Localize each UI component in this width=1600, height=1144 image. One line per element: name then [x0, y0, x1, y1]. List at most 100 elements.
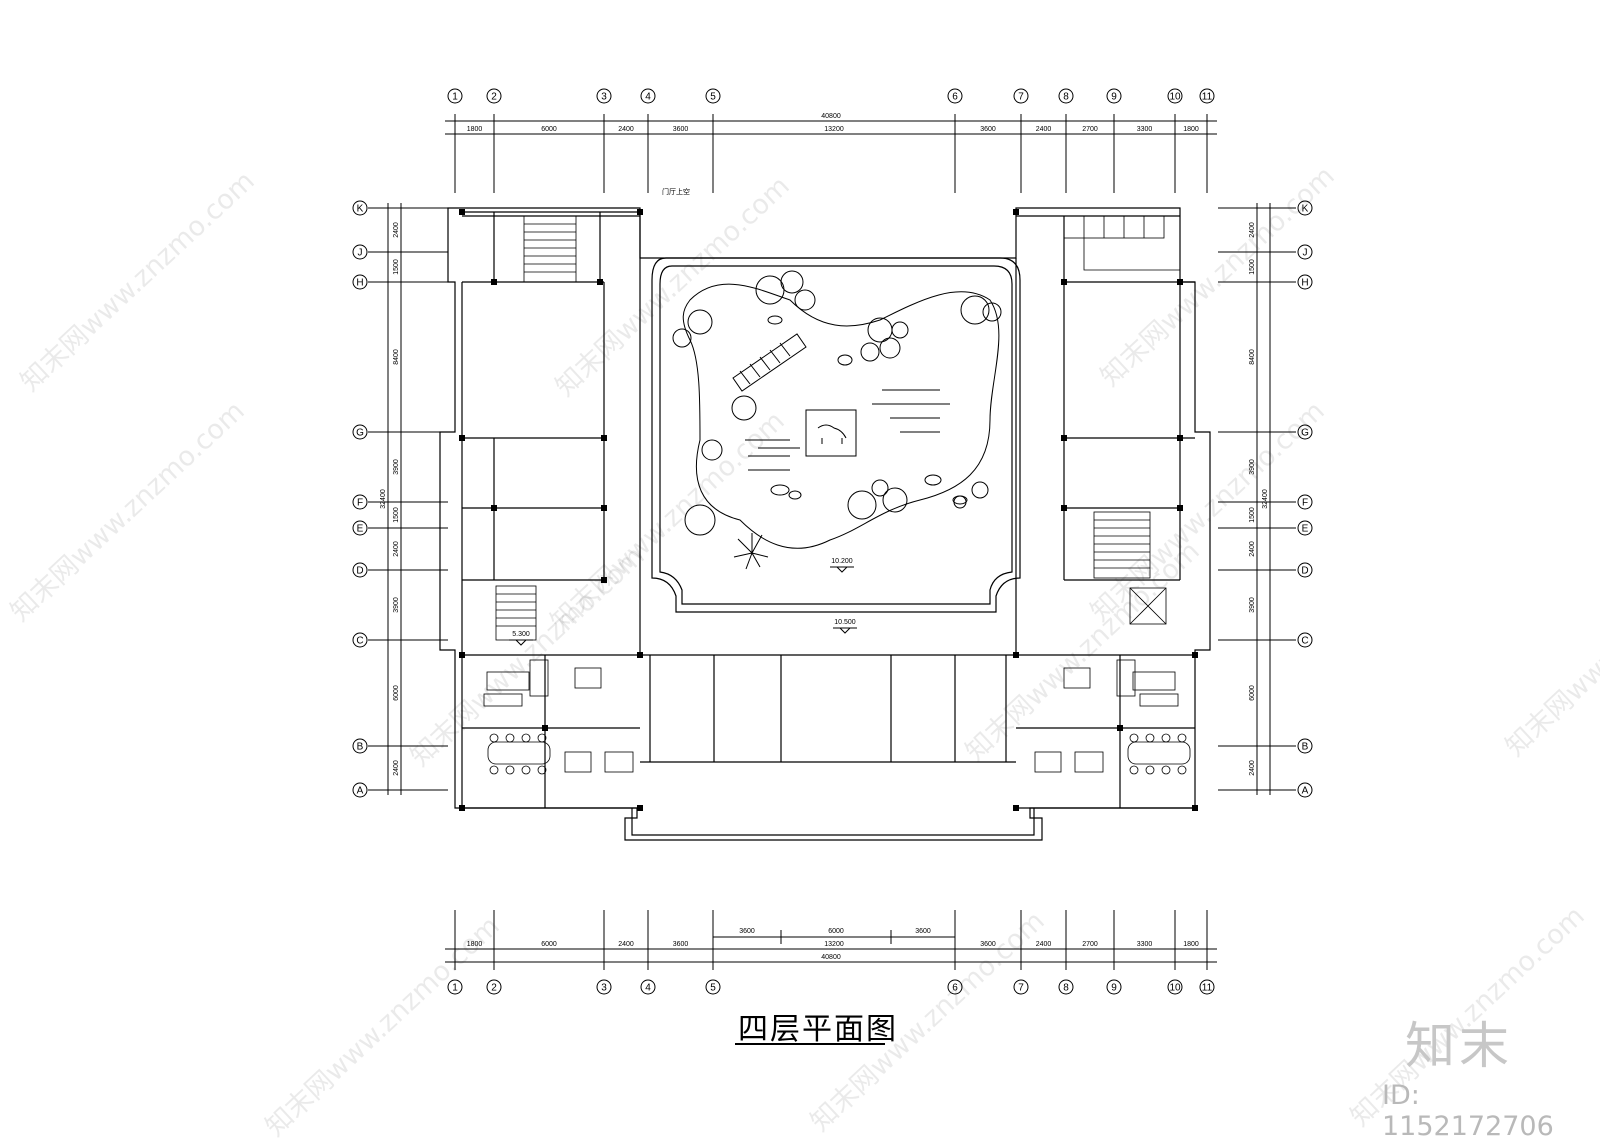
axis-label: 8: [1063, 983, 1069, 994]
dimension-segment: 3900: [393, 597, 400, 613]
axis-bubble: [1297, 424, 1313, 440]
dimension-total: 40800: [821, 954, 841, 961]
axis-bubble: [947, 979, 963, 995]
dimension-segment: 8400: [1249, 349, 1256, 365]
column-marker: [1061, 435, 1067, 441]
axis-label: 4: [645, 983, 651, 994]
axis-bubble: [1297, 200, 1313, 216]
column-marker: [1192, 805, 1198, 811]
dimension-segment: 6000: [541, 941, 557, 948]
dimension-segment: 2400: [393, 760, 400, 776]
column-marker: [1177, 435, 1183, 441]
axis-bubble: [352, 424, 368, 440]
axis-label: 8: [1063, 92, 1069, 103]
stair-nw: [523, 215, 577, 283]
dimension-segment: 2700: [1082, 941, 1098, 948]
courtyard-border: [651, 257, 1021, 613]
dimension-total: 32400: [1262, 489, 1269, 509]
axis-label: J: [1303, 248, 1308, 259]
axis-label: G: [1301, 428, 1309, 439]
axis-bubble: [596, 979, 612, 995]
axis-label: 7: [1018, 983, 1024, 994]
column-marker: [1117, 725, 1123, 731]
axis-label: 11: [1202, 92, 1213, 103]
dimension-segment: 2400: [618, 126, 634, 133]
axis-label: J: [358, 248, 363, 259]
column-marker: [1013, 209, 1019, 215]
axis-label: 3: [601, 92, 607, 103]
dimension-segment: 3600: [739, 928, 755, 935]
elevation-marker: [833, 627, 857, 634]
column-marker: [491, 279, 497, 285]
id-label: ID: 1152172706: [1382, 1080, 1554, 1142]
column-marker: [491, 505, 497, 511]
axis-bubble: [447, 88, 463, 104]
column-marker: [637, 209, 643, 215]
title-underline: [735, 1043, 885, 1045]
column-marker: [1013, 652, 1019, 658]
dimension-segment: 1500: [393, 507, 400, 523]
dimension-segment: 1500: [1249, 259, 1256, 275]
axis-bubble: [352, 782, 368, 798]
axis-label: 5: [710, 92, 716, 103]
axis-label: 11: [1202, 983, 1213, 994]
dimension-segment: 6000: [541, 126, 557, 133]
column-marker: [1013, 805, 1019, 811]
stair-e: [1093, 511, 1151, 579]
hall-label: 门厅上空: [662, 187, 690, 196]
dimension-segment: 3600: [980, 126, 996, 133]
axis-label: 4: [645, 92, 651, 103]
axis-bubble: [447, 979, 463, 995]
axis-bubble: [1106, 979, 1122, 995]
drawing-title: 四层平面图: [738, 1012, 898, 1047]
dimension-segment: 3300: [1137, 126, 1153, 133]
dimension-segment: 3600: [673, 126, 689, 133]
axis-label: B: [1302, 742, 1309, 753]
column-marker: [459, 209, 465, 215]
axis-bubble: [1297, 494, 1313, 510]
axis-bubble: [1199, 88, 1215, 104]
axis-bubble: [1297, 738, 1313, 754]
dimension-segment: 6000: [393, 685, 400, 701]
axis-label: B: [357, 742, 364, 753]
dimension-segment: 1800: [1183, 941, 1199, 948]
axis-bubble: [352, 632, 368, 648]
sculpture-icon: [805, 409, 857, 457]
axis-label: 6: [952, 92, 958, 103]
column-marker: [601, 505, 607, 511]
dimension-segment: 3900: [393, 459, 400, 475]
column-marker: [459, 652, 465, 658]
axis-label: A: [1302, 786, 1309, 797]
toilets: [1063, 215, 1165, 239]
axis-label: K: [1302, 204, 1309, 215]
dimension-segment: 2400: [1249, 222, 1256, 238]
axis-bubble: [1297, 782, 1313, 798]
axis-label: H: [356, 278, 363, 289]
axis-label: D: [1301, 566, 1308, 577]
elevation-marker: [830, 566, 854, 573]
dimension-segment: 1800: [467, 126, 483, 133]
axis-bubble: [1297, 520, 1313, 536]
axis-bubble: [486, 88, 502, 104]
dimension-segment: 1500: [393, 259, 400, 275]
axis-bubble: [1199, 979, 1215, 995]
axis-bubble: [1013, 979, 1029, 995]
dimension-segment: 13200: [824, 126, 844, 133]
dimension-segment: 3900: [1249, 459, 1256, 475]
column-marker: [1177, 505, 1183, 511]
axis-label: 7: [1018, 92, 1024, 103]
axis-bubble: [352, 244, 368, 260]
axis-label: F: [357, 498, 363, 509]
axis-label: 9: [1111, 92, 1117, 103]
axis-bubble: [640, 979, 656, 995]
column-marker: [459, 805, 465, 811]
axis-label: A: [357, 786, 364, 797]
brand-logo: 知末: [1405, 1017, 1513, 1075]
axis-label: 6: [952, 983, 958, 994]
axis-label: D: [356, 566, 363, 577]
column-marker: [1061, 505, 1067, 511]
axis-label: 1: [452, 983, 458, 994]
axis-label: E: [357, 524, 364, 535]
axis-label: 10: [1169, 983, 1181, 994]
dimension-segment: 13200: [824, 941, 844, 948]
